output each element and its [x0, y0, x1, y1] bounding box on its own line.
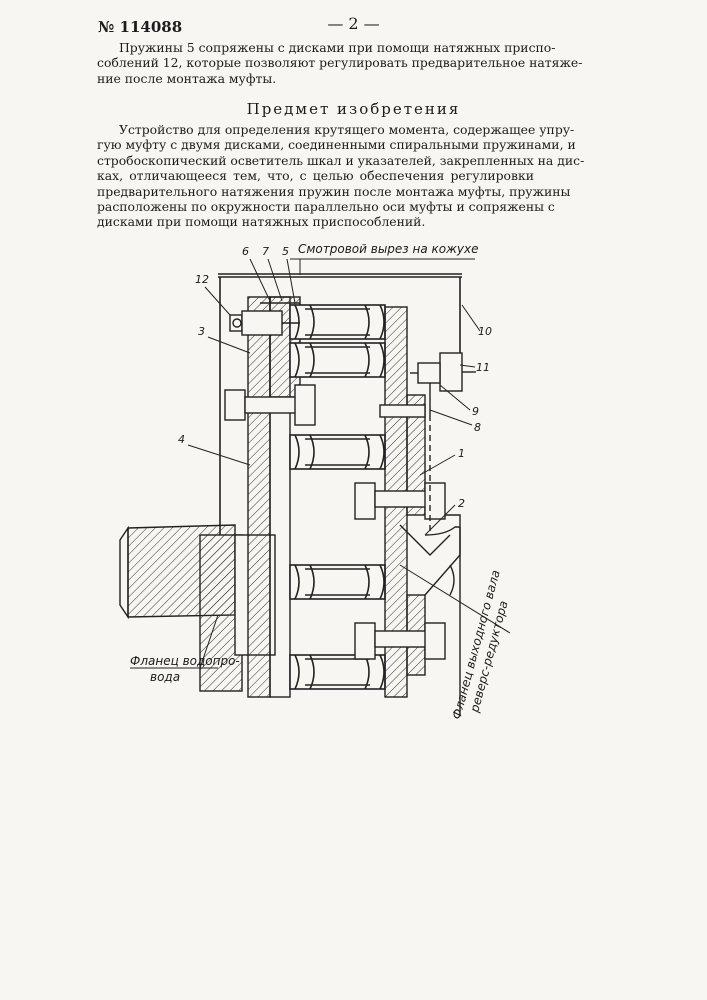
text-line: стробоскопический осветитель шкал и указ…	[97, 153, 534, 168]
part-number-8: 8	[474, 421, 481, 434]
text-line: ние после монтажа муфты.	[97, 71, 534, 86]
part-number-12: 12	[195, 273, 209, 286]
paragraph-springs: Пружины 5 сопряжены с дисками при помощи…	[97, 40, 534, 86]
claim-paragraph: Устройство для определения крутящего мом…	[97, 122, 534, 230]
part-number-11: 11	[476, 361, 490, 374]
text-line: дисками при помощи натяжных приспособлен…	[97, 214, 534, 229]
text-line: ках, отличающееся тем, что, с целью обес…	[97, 168, 534, 183]
part-number-2: 2	[458, 497, 465, 510]
text-line: гую муфту с двумя дисками, соединенными …	[97, 137, 534, 152]
text-line: соблений 12, которые позволяют регулиров…	[97, 55, 534, 70]
part-number-9: 9	[472, 405, 479, 418]
section-title: Предмет изобретения	[0, 100, 707, 118]
text-line: Устройство для определения крутящего мом…	[97, 122, 534, 137]
page-number: — 2 —	[0, 14, 707, 33]
part-number-1: 1	[458, 447, 465, 460]
text-line: расположены по окружности параллельно ос…	[97, 199, 534, 214]
water-flange-label-line2: вода	[150, 670, 180, 684]
part-number-4: 4	[178, 433, 185, 446]
part-number-10: 10	[478, 325, 492, 338]
part-number-3: 3	[198, 325, 205, 338]
part-number-7: 7	[262, 245, 269, 258]
water-flange-label-line1: Фланец водопро-	[130, 654, 240, 668]
part-number-6: 6	[242, 245, 249, 258]
text-line: предварительного натяжения пружин после …	[97, 184, 534, 199]
part-number-5: 5	[282, 245, 289, 258]
coupling-drawing: Смотровой вырез на кожухе 6 7 5 12 3 4 1…	[100, 235, 600, 725]
text-line: Пружины 5 сопряжены с дисками при помощи…	[97, 40, 534, 55]
viewing-cutout-label: Смотровой вырез на кожухе	[298, 242, 479, 256]
